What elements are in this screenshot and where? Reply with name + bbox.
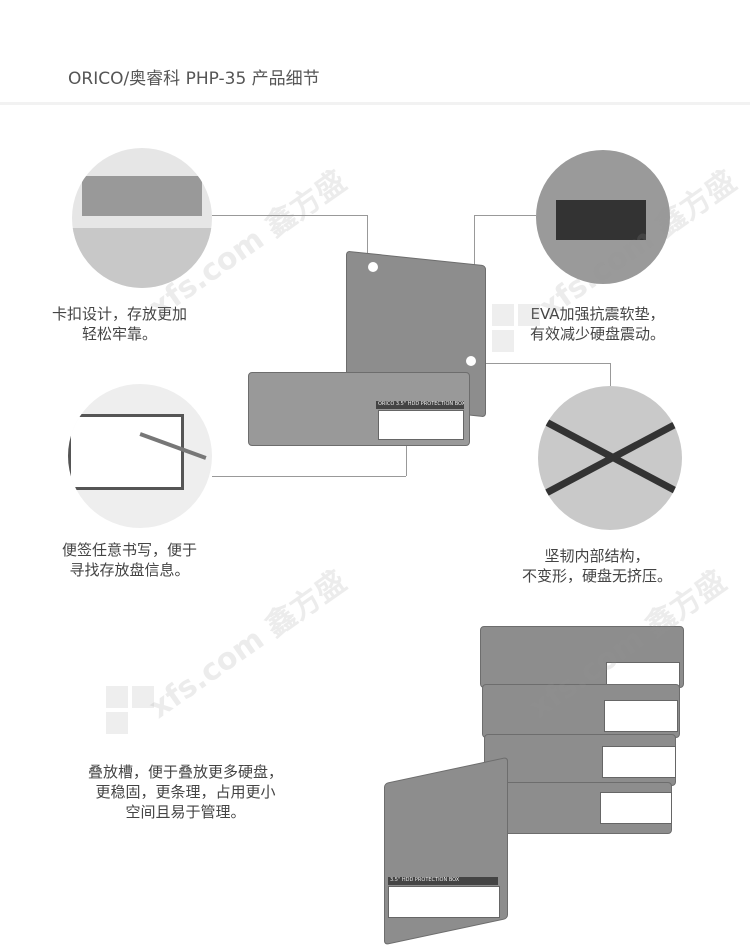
detail-circle-clasp — [72, 148, 212, 288]
leader-line — [474, 215, 475, 290]
caption-line: 不变形，硬盘无挤压。 — [522, 567, 673, 585]
feature-caption-structure: 坚韧内部结构， 不变形，硬盘无挤压。 — [522, 546, 672, 586]
front-case-label-strip: 3.5" HDD PROTECTION BOX — [388, 877, 498, 885]
caption-line: EVA加强抗震软垫， — [530, 305, 665, 323]
caption-line: 更稳固，更条理，占用更小 — [95, 783, 276, 801]
brand-logo: ORICO — [378, 401, 395, 407]
leader-line — [212, 215, 367, 216]
watermark-logo — [492, 304, 540, 352]
feature-caption-label: 便签任意书写，便于 寻找存放盘信息。 — [62, 540, 197, 580]
product-label-text: 3.5" HDD PROTECTION BOX — [395, 401, 464, 407]
caption-line: 坚韧内部结构， — [544, 547, 650, 565]
detail-circle-eva-pad — [536, 150, 670, 284]
caption-line: 便签任意书写，便于 — [62, 541, 198, 559]
caption-line: 空间且易于管理。 — [125, 803, 246, 821]
watermark: xfs.com 鑫方盛 — [142, 564, 353, 726]
caption-line: 轻松牢靠。 — [82, 325, 158, 343]
leader-line — [474, 215, 536, 216]
leader-line — [212, 476, 406, 477]
page-title: ORICO/奥睿科 PHP-35 产品细节 — [68, 69, 320, 89]
feature-caption-eva: EVA加强抗震软垫， 有效减少硬盘震动。 — [530, 304, 665, 344]
watermark-logo — [106, 686, 154, 734]
feature-caption-stacking: 叠放槽，便于叠放更多硬盘， 更稳固，更条理，占用更小 空间且易于管理。 — [88, 762, 283, 822]
leader-line — [474, 363, 610, 364]
case-label-strip: ORICO 3.5" HDD PROTECTION BOX — [376, 401, 464, 409]
caption-line: 寻找存放盘信息。 — [69, 561, 190, 579]
product-label-text: 3.5" HDD PROTECTION BOX — [390, 877, 460, 883]
detail-circle-label — [68, 384, 212, 528]
divider — [0, 102, 750, 105]
leader-line — [406, 430, 407, 476]
detail-circle-structure — [538, 386, 682, 530]
leader-line — [610, 363, 611, 386]
feature-caption-clasp: 卡扣设计，存放更加 轻松牢靠。 — [52, 304, 187, 344]
caption-line: 有效减少硬盘震动。 — [530, 325, 666, 343]
caption-line: 卡扣设计，存放更加 — [52, 305, 188, 323]
leader-line — [367, 215, 368, 265]
caption-line: 叠放槽，便于叠放更多硬盘， — [88, 763, 284, 781]
